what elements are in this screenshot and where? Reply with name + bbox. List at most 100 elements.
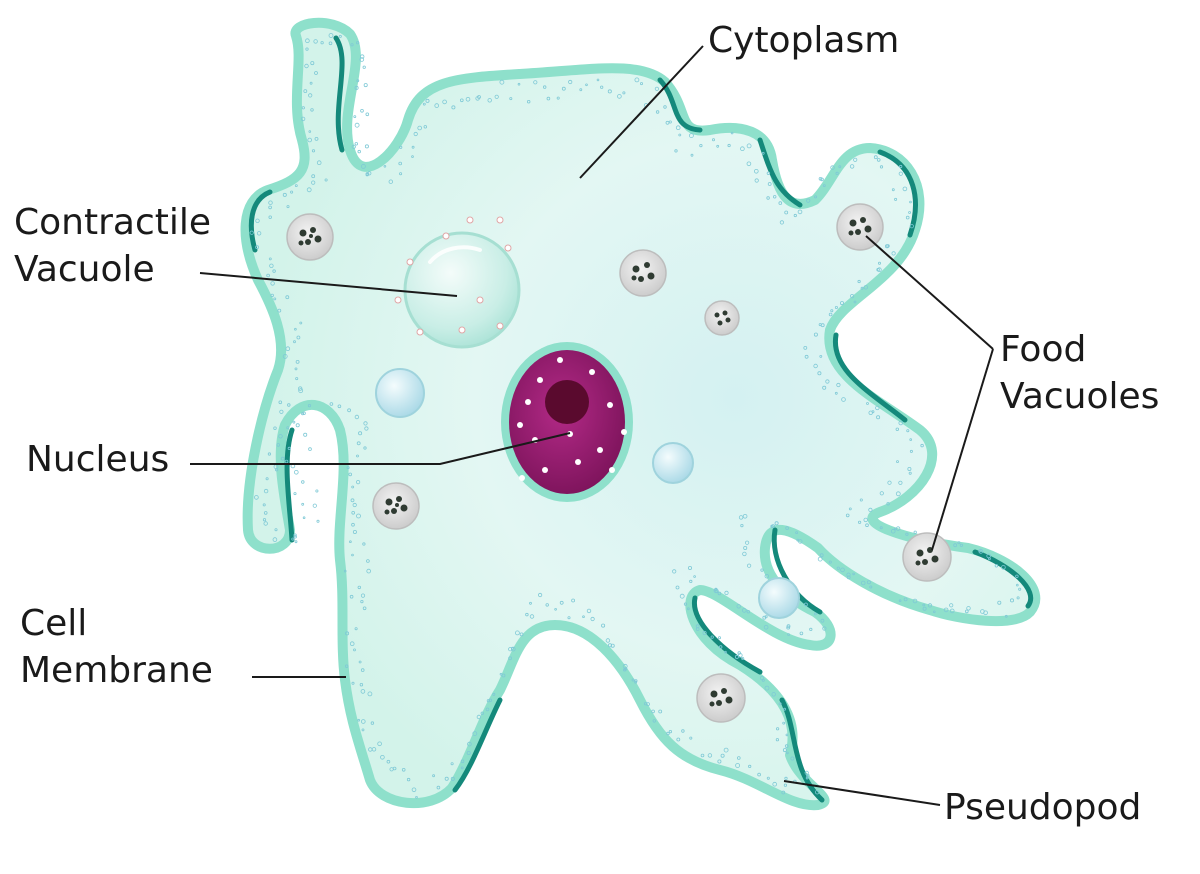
contractile-vacuole	[394, 216, 521, 349]
cytoplasm-granule	[740, 523, 744, 528]
cytoplasm-granule	[879, 491, 884, 496]
cytoplasm-granule	[273, 426, 277, 430]
cytoplasm-granule	[906, 429, 910, 433]
cytoplasm-granule	[804, 602, 808, 607]
cytoplasm-granule	[355, 479, 361, 485]
cytoplasm-granule	[712, 138, 716, 142]
cytoplasm-granule	[959, 543, 964, 547]
cytoplasm-granule	[366, 568, 372, 574]
cytoplasm-granule	[909, 449, 913, 453]
cytoplasm-granule	[356, 513, 361, 519]
cytoplasm-granule	[499, 672, 503, 676]
cytoplasm-granule	[476, 714, 482, 720]
cytoplasm-granule	[622, 668, 627, 672]
cytoplasm-granule	[887, 480, 892, 485]
cytoplasm-granule	[757, 772, 761, 777]
cytoplasm-granule	[720, 753, 725, 758]
cytoplasm-granule	[746, 563, 752, 568]
cytoplasm-granule	[1001, 565, 1006, 570]
cytoplasm-granule	[314, 71, 318, 75]
cytoplasm-granule	[1016, 596, 1020, 600]
cytoplasm-granule	[295, 377, 299, 381]
cytoplasm-granule	[356, 454, 359, 458]
cytoplasm-granule	[608, 643, 613, 648]
cytoplasm-granule	[814, 195, 818, 199]
cytoplasm-granule	[282, 353, 288, 359]
cytoplasm-granule	[354, 142, 358, 146]
cytoplasm-granule	[622, 91, 626, 95]
cytoplasm-granule	[943, 607, 949, 613]
cytoplasm-granule	[912, 598, 918, 604]
cytoplasm-granule	[286, 426, 290, 430]
label-cell-membrane-line2: Membrane	[20, 650, 213, 691]
cytoplasm-granule	[797, 209, 803, 215]
cytoplasm-granule	[822, 385, 827, 390]
cytoplasm-granule	[316, 519, 320, 523]
cytoplasm-granule	[813, 332, 818, 337]
cytoplasm-granule	[846, 572, 851, 577]
cytoplasm-granule	[277, 308, 282, 313]
cell-membrane-outline	[240, 17, 1041, 811]
cytoplasm-granule	[249, 230, 254, 235]
nucleolus	[545, 380, 589, 424]
cytoplasm-granule	[717, 591, 722, 596]
cytoplasm-granule	[284, 459, 289, 464]
cytoplasm-granule	[795, 531, 798, 534]
cytoplasm-granule	[737, 653, 743, 658]
cytoplasm-granule	[782, 721, 786, 725]
cytoplasm-granule	[986, 553, 991, 559]
cytoplasm-granule	[922, 606, 927, 611]
cytoplasm-granule	[819, 354, 823, 358]
cytoplasm-granule	[877, 267, 882, 273]
cytoplasm-granule	[406, 777, 411, 782]
cytoplasm-granule	[690, 153, 694, 157]
cytoplasm-granule	[450, 762, 454, 766]
cytoplasm-granule	[311, 174, 316, 179]
cell-membrane-dark-rim	[691, 595, 763, 675]
cytoplasm-granule	[903, 597, 908, 602]
cytoplasm-granule	[349, 540, 352, 543]
cytoplasm-granule	[314, 136, 319, 141]
cytoplasm-granule	[415, 795, 418, 799]
cytoplasm-granule	[311, 149, 316, 153]
cytoplasm-granule	[762, 615, 767, 620]
cytoplasm-granule	[781, 790, 786, 795]
cytoplasm-granule	[270, 281, 275, 286]
cytoplasm-granule	[411, 787, 417, 793]
cytoplasm-granule	[508, 656, 513, 661]
cytoplasm-granule	[351, 144, 356, 149]
cytoplasm-granule	[590, 616, 595, 622]
cytoplasm-granule	[554, 607, 557, 611]
cytoplasm-granule	[350, 498, 355, 503]
cytoplasm-granule	[451, 105, 456, 110]
cytoplasm-granule	[746, 161, 752, 167]
leader-line-food-vacuole-upper	[865, 235, 994, 350]
cytoplasm-granule	[293, 535, 297, 539]
cytoplasm-granule	[465, 97, 471, 102]
cytoplasm-granule	[686, 607, 690, 611]
cytoplasm-granule	[873, 155, 878, 160]
cytoplasm-granule	[308, 93, 313, 98]
cytoplasm-granule	[927, 603, 933, 608]
cell-membrane-dark-rim	[284, 427, 295, 543]
cytoplasm-granule	[343, 569, 347, 573]
cytoplasm-granule	[898, 420, 904, 426]
cytoplasm-granule	[876, 415, 881, 420]
cytoplasm-granule	[853, 300, 857, 304]
label-cell-membrane: Cell Membrane	[20, 600, 213, 694]
cytoplasm-granule	[533, 80, 538, 85]
cytoplasm-granule	[303, 89, 308, 93]
cell-membrane-dark-rim	[333, 35, 345, 153]
cytoplasm-granule	[631, 678, 635, 682]
label-cytoplasm: Cytoplasm	[708, 17, 899, 64]
cytoplasm-granule	[525, 612, 529, 617]
cytoplasm-granule	[262, 518, 267, 522]
label-food-vacuoles: Food Vacuoles	[1000, 326, 1159, 420]
label-cell-membrane-line1: Cell	[20, 603, 88, 644]
cytoplasm-granule	[1015, 574, 1019, 578]
cytoplasm-granule	[368, 747, 373, 752]
cytoplasm-granule	[267, 452, 271, 456]
cytoplasm-granule	[362, 606, 367, 611]
cytoplasm-granule	[763, 624, 769, 630]
